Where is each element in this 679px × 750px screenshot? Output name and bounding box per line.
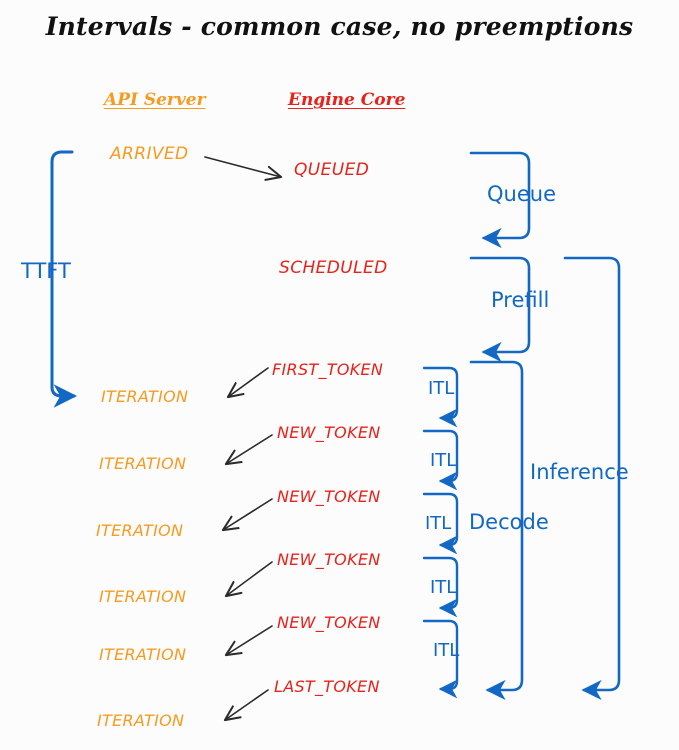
ttft-bracket xyxy=(50,150,78,408)
inference-bracket xyxy=(563,256,621,701)
iteration-row-2: ITERATION xyxy=(99,454,187,473)
state-scheduled: SCHEDULED xyxy=(279,258,388,278)
interval-label-itl-1: ITL xyxy=(428,378,455,399)
iteration-row-6: ITERATION xyxy=(97,711,185,730)
interval-label-itl-2: ITL xyxy=(430,450,457,471)
token-to-iteration-arrow-2 xyxy=(226,434,273,464)
interval-label-itl-5: ITL xyxy=(433,640,460,661)
itl-bracket-5 xyxy=(422,619,459,699)
prefill-bracket xyxy=(469,256,531,363)
iteration-row-4: ITERATION xyxy=(99,587,187,606)
interval-label-queue: Queue xyxy=(487,182,556,206)
itl-bracket-1 xyxy=(422,366,459,428)
state-arrived: ARRIVED xyxy=(110,144,189,164)
token-to-iteration-arrow-1 xyxy=(228,367,269,397)
itl-bracket-4 xyxy=(422,556,459,618)
token-row-2: NEW_TOKEN xyxy=(277,423,381,442)
token-row-4: NEW_TOKEN xyxy=(277,550,381,569)
interval-label-itl-3: ITL xyxy=(425,513,452,534)
token-row-1: FIRST_TOKEN xyxy=(272,360,384,379)
iteration-row-3: ITERATION xyxy=(96,521,184,540)
token-row-3: NEW_TOKEN xyxy=(277,487,381,506)
column-header-api-server: API Server xyxy=(104,90,206,110)
column-header-engine-core: Engine Core xyxy=(288,90,406,110)
iteration-row-5: ITERATION xyxy=(99,645,187,664)
arrived-to-queued-arrow xyxy=(204,156,281,177)
itl-bracket-2 xyxy=(422,429,459,491)
queue-bracket xyxy=(469,151,531,249)
decode-bracket xyxy=(469,360,524,701)
token-to-iteration-arrow-4 xyxy=(226,561,273,596)
token-to-iteration-arrow-5 xyxy=(226,625,273,655)
interval-label-inference: Inference xyxy=(530,460,629,484)
token-row-6: LAST_TOKEN xyxy=(274,677,380,696)
itl-bracket-3 xyxy=(422,492,459,555)
token-to-iteration-arrow-6 xyxy=(225,689,269,720)
interval-label-decode: Decode xyxy=(469,510,549,534)
interval-label-ttft: TTFT xyxy=(21,259,71,283)
iteration-row-1: ITERATION xyxy=(101,387,189,406)
page-title: Intervals - common case, no preemptions xyxy=(45,12,634,41)
interval-label-itl-4: ITL xyxy=(430,577,457,598)
token-row-5: NEW_TOKEN xyxy=(277,613,381,632)
token-to-iteration-arrow-3 xyxy=(223,498,273,530)
state-queued: QUEUED xyxy=(294,160,370,180)
interval-label-prefill: Prefill xyxy=(491,288,550,312)
